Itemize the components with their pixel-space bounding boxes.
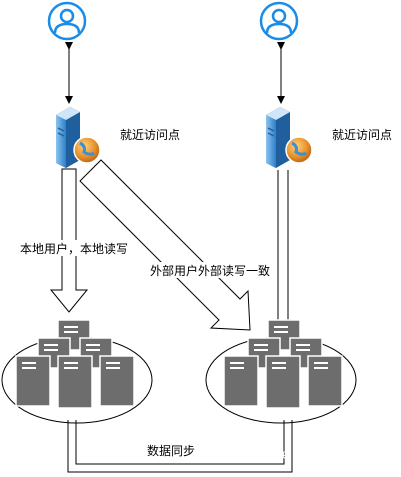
globe-icon-right xyxy=(285,136,313,164)
remote-rw-arrow xyxy=(79,159,251,331)
globe-icon-left xyxy=(73,136,101,164)
local-rw-label: 本地用户，本地读写 xyxy=(20,241,128,256)
data-sync-connector xyxy=(67,420,293,473)
access-point-label-left: 就近访问点 xyxy=(120,128,180,142)
server-icon-right xyxy=(266,107,290,168)
access-point-label-right: 就近访问点 xyxy=(332,128,392,142)
watermark: 知乎 @Young Wang xyxy=(280,449,393,463)
remote-rw-label: 外部用户外部读写一致 xyxy=(150,263,270,278)
user-icon-left xyxy=(47,1,87,41)
data-center-cluster-left xyxy=(1,319,153,424)
server-icon-left xyxy=(56,107,80,168)
data-center-cluster-right xyxy=(205,319,357,424)
data-sync-label: 数据同步 xyxy=(147,443,195,458)
user-icon-right xyxy=(259,1,299,41)
